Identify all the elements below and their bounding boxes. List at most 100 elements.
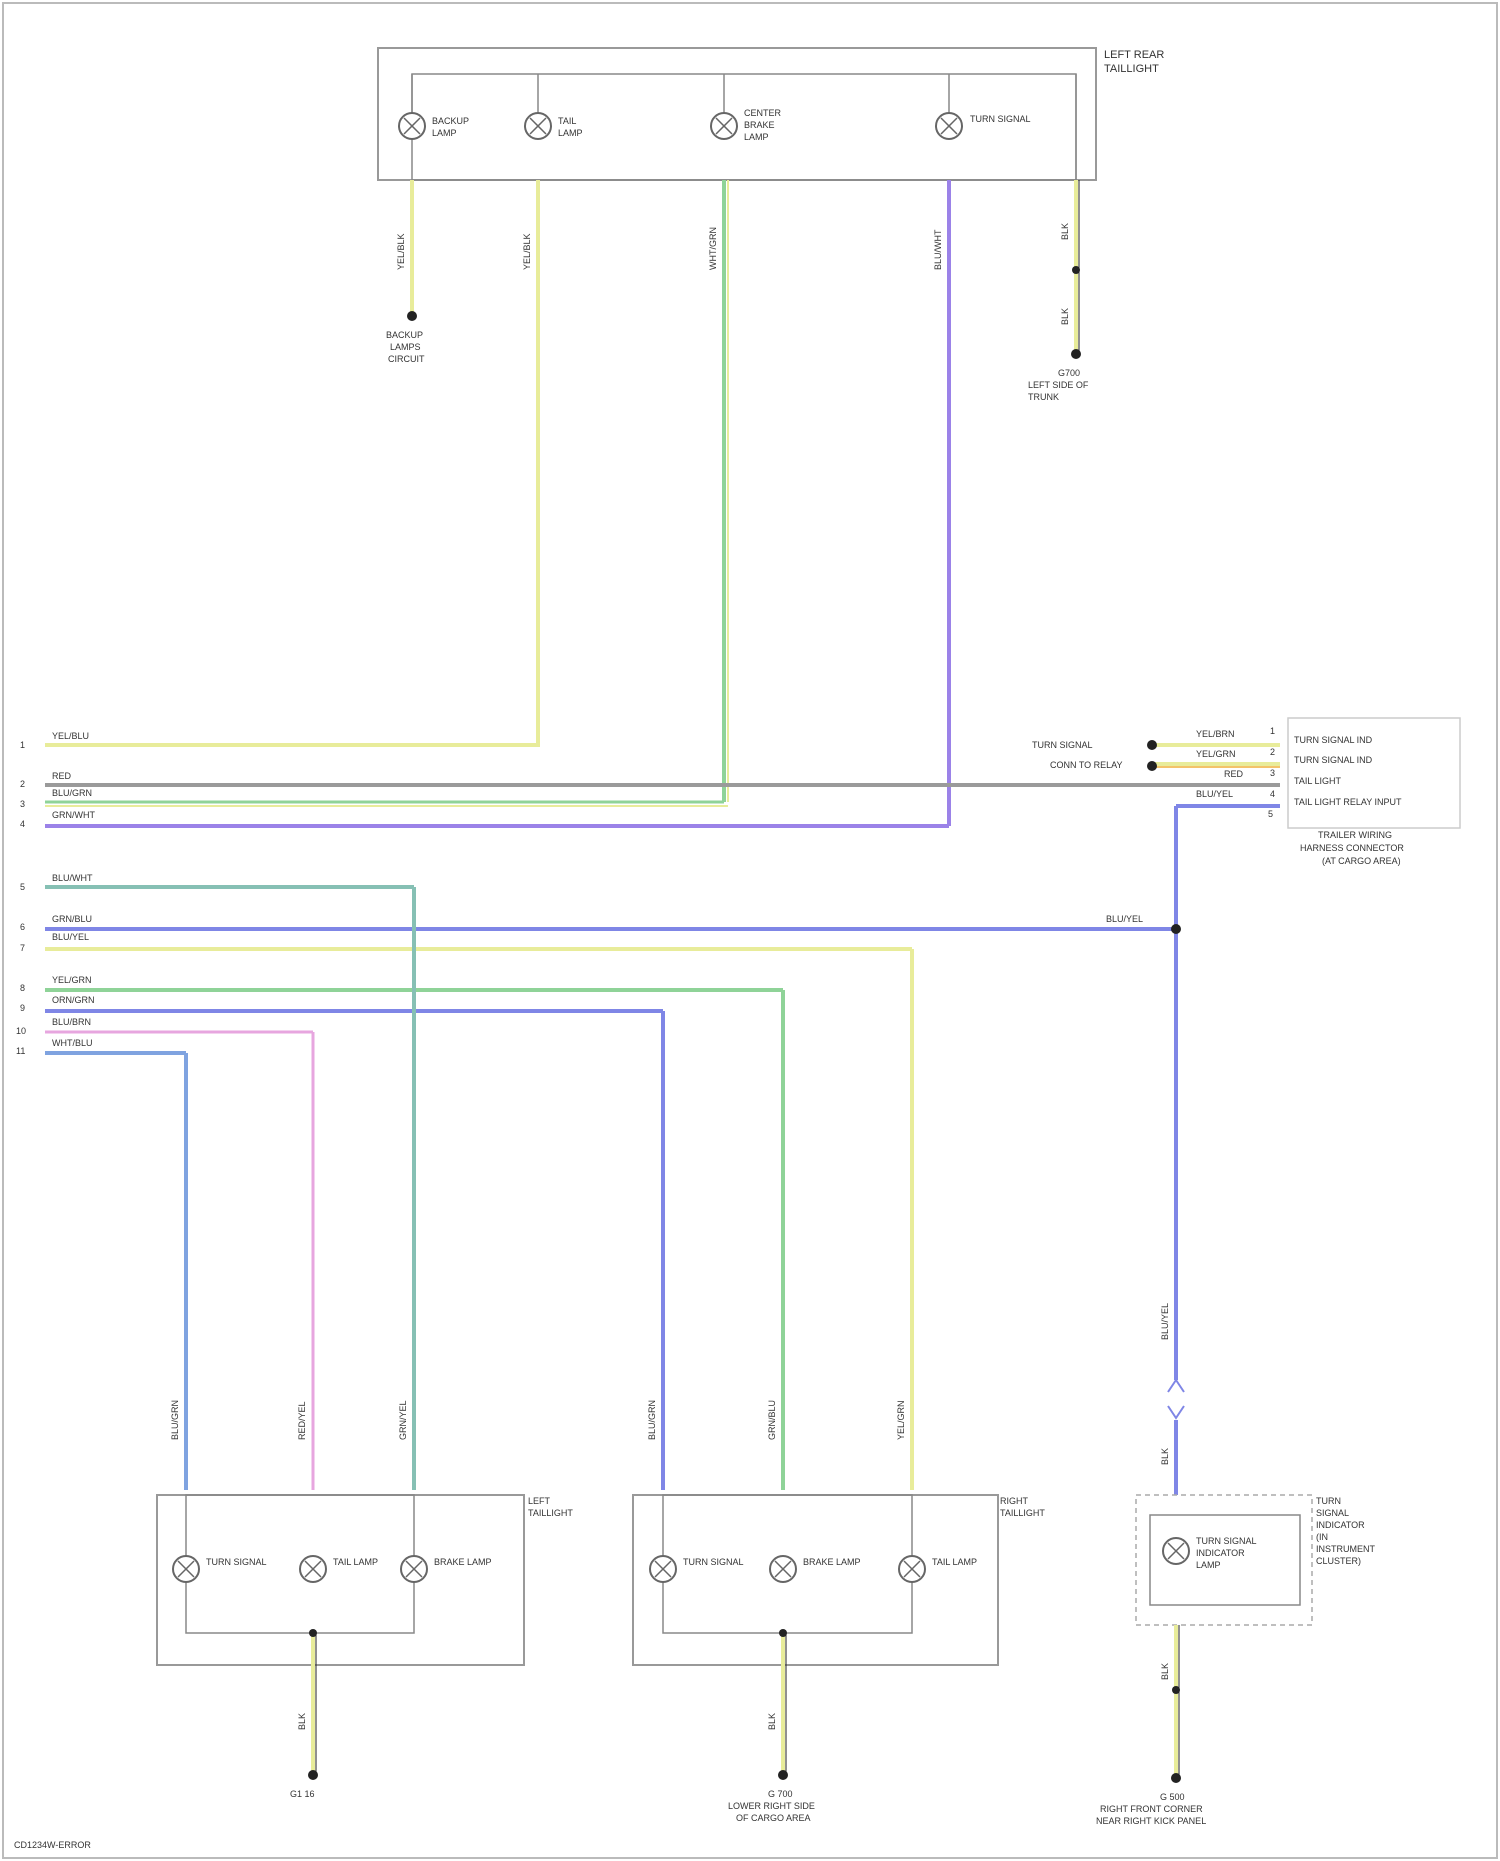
dest-g700-1: G700 <box>1058 368 1080 378</box>
left-turn-signal-icon <box>173 1556 199 1582</box>
module-title-2: HARNESS CONNECTOR <box>1300 843 1404 853</box>
right-brake-lamp-icon <box>770 1556 796 1582</box>
module-pin-label-3: TAIL LIGHT <box>1294 776 1342 786</box>
module-pin-4: 4 <box>1270 789 1275 799</box>
right-taillight-title-1: RIGHT <box>1000 1496 1029 1506</box>
indicator-title-3: INDICATOR <box>1316 1520 1365 1530</box>
right-ground-dest-1: G 700 <box>768 1789 793 1799</box>
harness-label-11: WHT/BLU <box>52 1038 93 1048</box>
turn-signal-indicator: TURN SIGNAL INDICATOR LAMP TURN SIGNAL I… <box>1096 1495 1375 1826</box>
left-taillight-title-1: LEFT <box>528 1496 551 1506</box>
left-brake-lamp-icon <box>401 1556 427 1582</box>
module-pin-1: 1 <box>1270 726 1275 736</box>
left-ground-wire-label: BLK <box>297 1713 307 1730</box>
left-taillight-title-2: TAILLIGHT <box>528 1508 573 1518</box>
harness-label-4: GRN/WHT <box>52 810 95 820</box>
harness-pin-2: 2 <box>20 779 25 789</box>
left-taillight: LEFT TAILLIGHT TURN SIGNAL TAIL LAMP BRA… <box>157 1495 573 1799</box>
right-taillight-housing <box>633 1495 998 1665</box>
rear-taillight-title-2: TAILLIGHT <box>1104 63 1159 75</box>
harness-label-10: BLU/BRN <box>52 1017 91 1027</box>
module-side-label-2: CONN TO RELAY <box>1050 760 1123 770</box>
right-brake-lamp-label: BRAKE LAMP <box>803 1557 861 1567</box>
harness-pin-11: 11 <box>16 1046 25 1056</box>
right-turn-signal-label: TURN SIGNAL <box>683 1557 744 1567</box>
indicator-lamp-icon <box>1163 1538 1189 1564</box>
harness-pin-7: 7 <box>20 943 25 953</box>
right-taillight: RIGHT TAILLIGHT TURN SIGNAL BRAKE LAMP T… <box>633 1495 1045 1823</box>
dest-backup-3: CIRCUIT <box>388 354 425 364</box>
module-pin-5: 5 <box>1268 809 1273 819</box>
indicator-ground-wire-label: BLK <box>1160 1663 1170 1680</box>
harness-pin-3: 3 <box>20 799 25 809</box>
wire-label-top-2: YEL/BLK <box>522 233 532 270</box>
harness-label-1: YEL/BLU <box>52 731 89 741</box>
turn-signal-lamp-icon <box>936 113 962 139</box>
harness-pin-8: 8 <box>20 983 25 993</box>
module-wire-label-1: YEL/BRN <box>1196 729 1235 739</box>
harness-label-3: BLU/GRN <box>52 788 92 798</box>
indicator-lamp-label-1: TURN SIGNAL <box>1196 1536 1257 1546</box>
tail-lamp-label-2: LAMP <box>558 128 583 138</box>
module-wire-label-4: BLU/YEL <box>1196 789 1233 799</box>
wire-label-top-5: BLK <box>1060 223 1070 240</box>
module-pin-label-1: TURN SIGNAL IND <box>1294 735 1373 745</box>
bottom-wires: BLU/GRN RED/YEL GRN/YEL BLU/GRN GRN/BLU … <box>170 887 1184 1495</box>
connector-icon <box>1168 1380 1184 1418</box>
harness-label-8: YEL/GRN <box>52 975 92 985</box>
module-title-3: (AT CARGO AREA) <box>1322 856 1401 866</box>
tail-lamp-label-1: TAIL <box>558 116 576 126</box>
vwire-label-5: GRN/BLU <box>767 1400 777 1440</box>
indicator-title-2: SIGNAL <box>1316 1508 1349 1518</box>
right-ground-dest-2: LOWER RIGHT SIDE <box>728 1801 815 1811</box>
indicator-lamp-label-3: LAMP <box>1196 1560 1221 1570</box>
dest-backup-2: LAMPS <box>390 342 421 352</box>
dest-g700-3: TRUNK <box>1028 392 1059 402</box>
module-title-1: TRAILER WIRING <box>1318 830 1392 840</box>
vwire-label-4: BLU/GRN <box>647 1400 657 1440</box>
center-brake-lamp-icon <box>711 113 737 139</box>
center-brake-lamp-label-1: CENTER <box>744 108 782 118</box>
dest-backup-1: BACKUP <box>386 330 423 340</box>
harness-pin-6: 6 <box>20 922 25 932</box>
module-pin-3: 3 <box>1270 768 1275 778</box>
wire-label-top-4: BLU/WHT <box>933 229 943 270</box>
right-tail-lamp-label: TAIL LAMP <box>932 1557 977 1567</box>
module-pin-2: 2 <box>1270 747 1275 757</box>
rear-taillight-top: LEFT REAR TAILLIGHT BACKUP LAMP TAIL LAM… <box>378 48 1164 180</box>
vwire-label-7: BLU/YEL <box>1160 1303 1170 1340</box>
harness-label-6: GRN/BLU <box>52 914 92 924</box>
backup-lamp-icon <box>399 113 425 139</box>
wire-label-top-3: WHT/GRN <box>708 227 718 270</box>
turn-signal-lamp-label: TURN SIGNAL <box>970 114 1031 124</box>
vwire-label-8: BLK <box>1160 1448 1170 1465</box>
module-wire-label-2: YEL/GRN <box>1196 749 1236 759</box>
left-turn-signal-label: TURN SIGNAL <box>206 1557 267 1567</box>
vwire-label-2: RED/YEL <box>297 1401 307 1440</box>
harness-label-7: BLU/YEL <box>52 932 89 942</box>
indicator-title-5: INSTRUMENT <box>1316 1544 1375 1554</box>
indicator-dest-3: NEAR RIGHT KICK PANEL <box>1096 1816 1206 1826</box>
left-brake-lamp-label: BRAKE LAMP <box>434 1557 492 1567</box>
wire-label-top-1: YEL/BLK <box>396 233 406 270</box>
harness-left: 1 2 3 4 5 6 7 8 9 10 11 YEL/BLU RED BLU/… <box>16 731 1280 1056</box>
indicator-title-4: (IN <box>1316 1532 1328 1542</box>
backup-lamp-label-1: BACKUP <box>432 116 469 126</box>
harness-pin-5: 5 <box>20 882 25 892</box>
harness-pin-1: 1 <box>20 740 25 750</box>
harness-pin-10: 10 <box>16 1026 26 1036</box>
dest-g700-2: LEFT SIDE OF <box>1028 380 1089 390</box>
center-brake-lamp-label-3: LAMP <box>744 132 769 142</box>
right-ground-dest-3: OF CARGO AREA <box>736 1813 811 1823</box>
harness-label-9: ORN/GRN <box>52 995 95 1005</box>
harness-label-5: BLU/WHT <box>52 873 93 883</box>
bus-label: BLU/YEL <box>1106 914 1143 924</box>
module-pin-label-2: TURN SIGNAL IND <box>1294 755 1373 765</box>
trailer-module: 1 2 3 4 5 TURN SIGNAL IND TURN SIGNAL IN… <box>1032 718 1460 1380</box>
right-tail-lamp-icon <box>899 1556 925 1582</box>
top-wires: YEL/BLK BACKUP LAMPS CIRCUIT YEL/BLK WHT… <box>386 180 1089 826</box>
indicator-title-1: TURN <box>1316 1496 1341 1506</box>
right-ground-wire-label: BLK <box>767 1713 777 1730</box>
indicator-dest-1: G 500 <box>1160 1792 1185 1802</box>
